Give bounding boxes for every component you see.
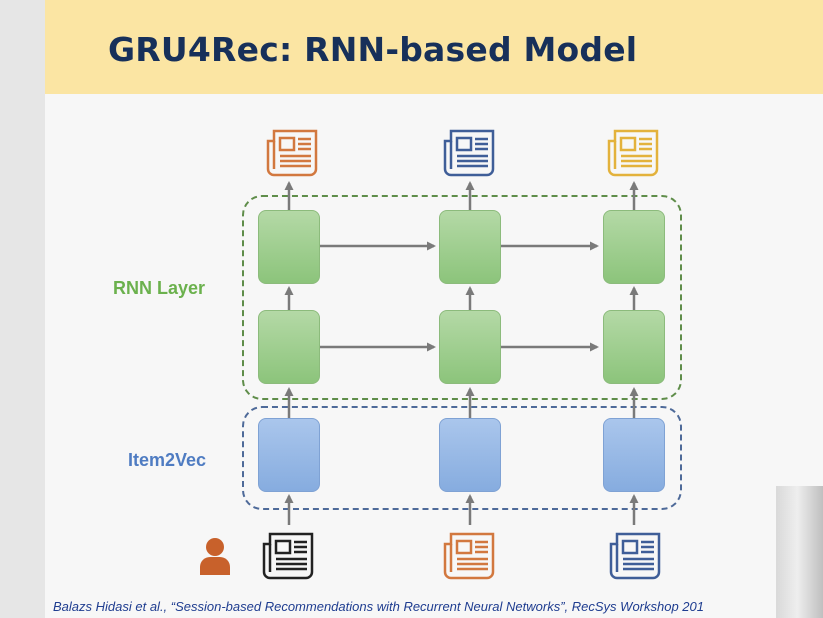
item2vec-group — [242, 406, 682, 510]
rnn-cell-top-1 — [258, 210, 320, 284]
embedding-cell-3 — [603, 418, 665, 492]
rnn-cell-top-3 — [603, 210, 665, 284]
output-document-icon-2 — [443, 129, 495, 177]
title-bar — [45, 0, 823, 94]
citation-text: Balazs Hidasi et al., “Session-based Rec… — [53, 599, 704, 614]
item2vec-label: Item2Vec — [128, 450, 207, 470]
input-document-icon-2 — [443, 532, 495, 580]
embedding-cell-2 — [439, 418, 501, 492]
rnn-cell-top-2 — [439, 210, 501, 284]
input-document-icon-3 — [609, 532, 661, 580]
rnn-cell-bottom-1 — [258, 310, 320, 384]
rnn-cell-bottom-2 — [439, 310, 501, 384]
rnn-layer-group — [242, 195, 682, 400]
embedding-cell-1 — [258, 418, 320, 492]
rnn-cell-bottom-3 — [603, 310, 665, 384]
rnn-layer-label: RNN Layer — [113, 278, 206, 298]
input-document-icon-1 — [262, 532, 314, 580]
person-icon — [200, 538, 230, 575]
output-document-icon-1 — [266, 129, 318, 177]
slide-title: GRU4Rec: RNN-based Model — [108, 30, 638, 69]
slide-body — [45, 94, 823, 618]
video-thumbnail — [776, 486, 823, 618]
left-margin — [0, 0, 45, 618]
output-document-icon-3 — [607, 129, 659, 177]
